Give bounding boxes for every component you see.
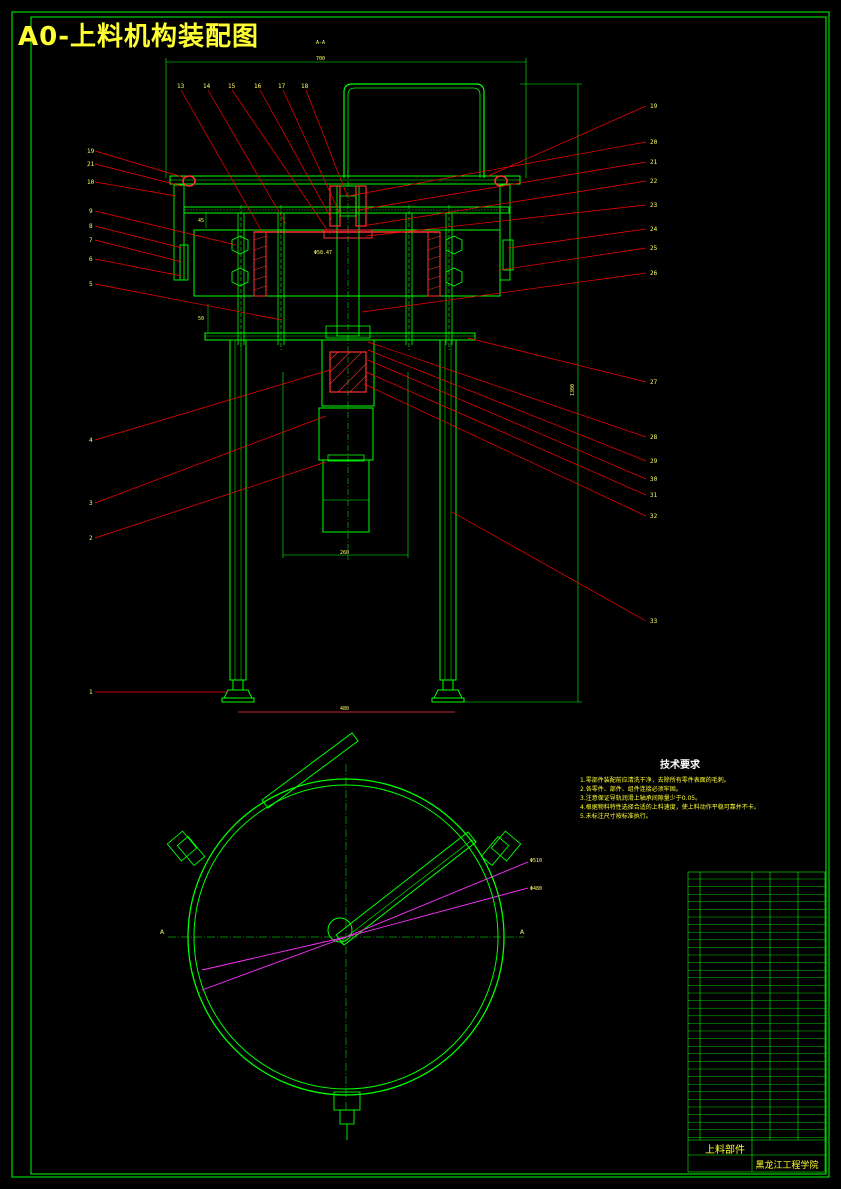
lift-handle bbox=[343, 83, 485, 178]
outer-frame bbox=[11, 11, 830, 1178]
tech-heading: 技术要求 bbox=[660, 760, 700, 771]
right-callout-13: 32 bbox=[650, 513, 658, 520]
right-callout-7: 26 bbox=[650, 270, 658, 277]
left-callout-0: 19 bbox=[87, 148, 95, 155]
top-callout-4: 17 bbox=[278, 83, 286, 90]
small-dim-1: 45 bbox=[198, 218, 204, 224]
left-callout-3: 9 bbox=[89, 208, 93, 215]
left-callout-4: 8 bbox=[89, 223, 93, 230]
technical-requirements: 技术要求 1.零部件装配前应清洗干净，去除所有零件表面的毛刺。 2.各零件、部件… bbox=[580, 756, 780, 822]
section-mark-left: A bbox=[160, 929, 165, 936]
parts-list-table bbox=[687, 871, 826, 1173]
left-leaders bbox=[94, 150, 331, 693]
title-block-name: 上料部件 bbox=[705, 1145, 745, 1156]
top-callout-3: 16 bbox=[254, 83, 262, 90]
right-callout-6: 25 bbox=[650, 245, 658, 252]
right-leaders bbox=[347, 105, 647, 622]
support-legs bbox=[229, 339, 457, 681]
coupling-housing bbox=[321, 339, 375, 407]
right-callout-12: 31 bbox=[650, 492, 658, 499]
right-callout-9: 28 bbox=[650, 434, 658, 441]
small-dim-2: 50 bbox=[198, 316, 204, 322]
top-callout-5: 18 bbox=[301, 83, 309, 90]
right-callout-1: 20 bbox=[650, 139, 658, 146]
circle-dim-1: Φ510 bbox=[530, 858, 542, 864]
left-callout-11: 1 bbox=[89, 689, 93, 696]
top-width-dimension bbox=[165, 58, 527, 178]
left-callout-7: 5 bbox=[89, 281, 93, 288]
section-mark-right: A bbox=[520, 929, 525, 936]
tech-item: 2.各零件、部件、组件连接必须牢固。 bbox=[580, 786, 682, 793]
right-callout-4: 23 bbox=[650, 202, 658, 209]
left-callout-6: 6 bbox=[89, 256, 93, 263]
top-view bbox=[166, 732, 529, 1140]
height-value: 1300 bbox=[570, 384, 576, 396]
left-callout-1: 21 bbox=[87, 161, 95, 168]
motor-body bbox=[322, 459, 370, 533]
tech-item: 4.根据物料特性选择合适的上料速度，使上料动作平稳可靠并不卡。 bbox=[580, 804, 760, 811]
inner-frame bbox=[30, 16, 827, 1175]
motor-width-value: 260 bbox=[340, 550, 349, 556]
top-callout-0: 13 bbox=[177, 83, 185, 90]
top-leaders bbox=[180, 89, 349, 235]
left-callout-10: 2 bbox=[89, 535, 93, 542]
drawing-title: A0-上料机构装配图 bbox=[18, 22, 260, 52]
circle-dim-2: Φ480 bbox=[530, 886, 542, 892]
left-callout-5: 7 bbox=[89, 237, 93, 244]
top-callout-1: 14 bbox=[203, 83, 211, 90]
upper-bearing-left bbox=[329, 185, 341, 227]
left-bracket bbox=[173, 184, 185, 281]
gear-reducer bbox=[318, 407, 374, 461]
right-callout-10: 29 bbox=[650, 458, 658, 465]
shaft-collar bbox=[323, 229, 373, 239]
left-callout-9: 3 bbox=[89, 500, 93, 507]
right-callout-3: 22 bbox=[650, 178, 658, 185]
right-bracket bbox=[499, 184, 511, 281]
right-callout-0: 19 bbox=[650, 103, 658, 110]
shaft-dia-value: Φ58.47 bbox=[314, 250, 332, 256]
right-callout-5: 24 bbox=[650, 226, 658, 233]
tech-item: 5.未标注尺寸按标准执行。 bbox=[580, 813, 652, 820]
lower-plate bbox=[204, 332, 476, 341]
left-callout-2: 10 bbox=[87, 179, 95, 186]
left-clamp bbox=[182, 175, 196, 187]
right-callout-2: 21 bbox=[650, 159, 658, 166]
left-callout-8: 4 bbox=[89, 437, 93, 444]
title-block-school: 黑龙江工程学院 bbox=[755, 1161, 819, 1171]
top-width-value: 700 bbox=[316, 56, 325, 62]
section-label: A-A bbox=[316, 40, 325, 46]
top-callout-2: 15 bbox=[228, 83, 236, 90]
right-callout-11: 30 bbox=[650, 476, 658, 483]
leveling-feet bbox=[221, 679, 465, 703]
right-callout-14: 33 bbox=[650, 618, 658, 625]
tech-item: 1.零部件装配前应清洗干净，去除所有零件表面的毛刺。 bbox=[580, 777, 730, 784]
upper-bearing-right bbox=[355, 185, 367, 227]
bottom-width-value: 480 bbox=[340, 706, 349, 712]
guide-rods bbox=[237, 213, 453, 345]
tech-item: 3.注意保证导轨润滑上轴承间隙量少于0.05。 bbox=[580, 795, 702, 802]
right-callout-8: 27 bbox=[650, 379, 658, 386]
